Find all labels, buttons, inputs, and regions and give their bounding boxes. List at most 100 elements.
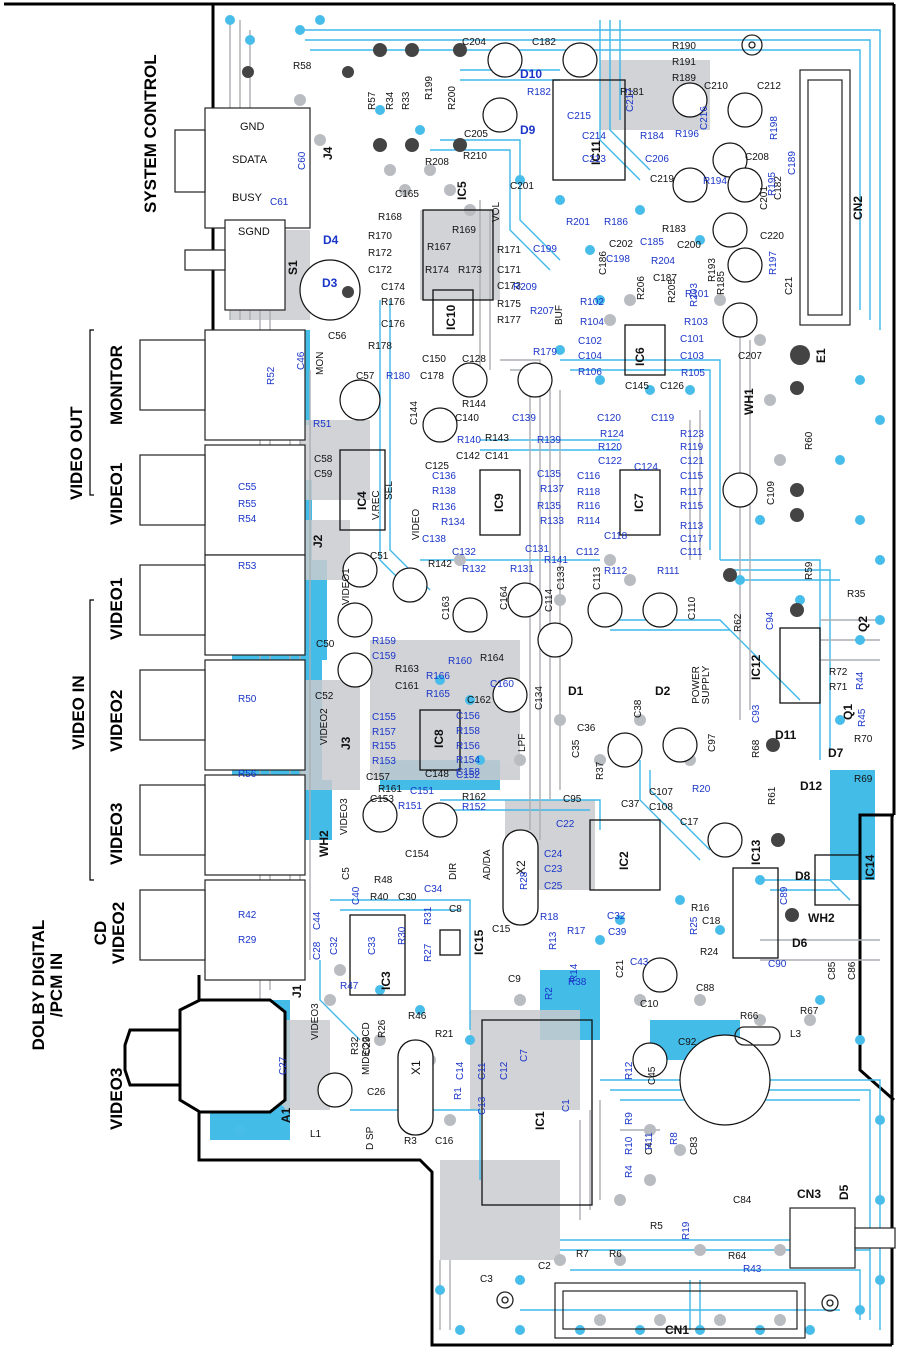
ic5-label: IC5 [455, 181, 469, 200]
ref-c139: C139 [512, 413, 536, 424]
diode-d8: D8 [795, 869, 811, 883]
right-edge-notch [858, 813, 895, 1102]
ref-r181: R181 [620, 87, 644, 98]
ref-c204: C204 [462, 37, 486, 48]
ref-c24: C24 [544, 849, 563, 860]
silk-video3: VIDEO3 [339, 798, 350, 835]
ref-c178: C178 [420, 371, 444, 382]
ref-r171: R171 [497, 245, 521, 256]
ref-c133: C133 [556, 566, 567, 590]
ref-r52: R52 [266, 366, 277, 385]
ref-c199: C199 [533, 244, 557, 255]
ref-c95: C95 [563, 794, 582, 805]
ref-r44: R44 [855, 671, 866, 690]
ref-r191: R191 [672, 57, 696, 68]
conn-j1: J1 [290, 984, 304, 998]
ref-r209: R209 [513, 282, 537, 293]
ref-c185: C185 [640, 237, 664, 248]
ref-r165: R165 [426, 689, 450, 700]
ref-c97: C97 [707, 733, 718, 752]
ref-c145: C145 [625, 381, 649, 392]
ref-c122: C122 [598, 456, 622, 467]
ref-c210: C210 [704, 81, 728, 92]
ref-c56: C56 [328, 331, 347, 342]
diode-d10: D10 [520, 67, 543, 81]
ref-c85: C85 [827, 961, 838, 980]
ref-c88: C88 [696, 983, 715, 994]
ref-c57: C57 [356, 371, 375, 382]
diode-d12: D12 [800, 779, 823, 793]
ref-r9: R9 [624, 1112, 635, 1125]
conn-j2: J2 [311, 534, 325, 548]
ref-c215: C215 [567, 111, 591, 122]
mounting-holes [496, 34, 839, 1312]
ref-r62: R62 [733, 613, 744, 632]
ref-c38: C38 [633, 699, 644, 718]
ref-c45: C45 [647, 1066, 658, 1085]
ref-r137: R137 [540, 484, 564, 495]
ref-r199: R199 [424, 76, 435, 100]
ref-c14: C14 [455, 1061, 466, 1080]
ref-r167: R167 [427, 242, 451, 253]
ref-c58: C58 [314, 454, 333, 465]
ref-c114: C114 [544, 588, 555, 612]
ref-c84: C84 [733, 1195, 752, 1206]
ref-c121: C121 [680, 456, 704, 467]
ref-c189: C189 [787, 151, 798, 175]
ref-c37: C37 [621, 799, 640, 810]
ref-r197: R197 [768, 251, 779, 275]
ref-r195: R195 [767, 172, 778, 196]
ref-r117: R117 [680, 487, 704, 498]
ref-c21b: C21 [784, 276, 795, 295]
ref-c182: C182 [532, 37, 556, 48]
ref-c151: C151 [410, 786, 434, 797]
silk-sel: SEL [384, 481, 395, 500]
ref-c115: C115 [680, 471, 704, 482]
ref-r27: R27 [423, 943, 434, 962]
ref-r118: R118 [577, 487, 601, 498]
ref-r169: R169 [452, 225, 476, 236]
ref-c205: C205 [464, 129, 488, 140]
ref-c13: C13 [477, 1096, 488, 1115]
ref-c29: C29 [362, 1036, 373, 1055]
ref-r20: R20 [692, 784, 711, 795]
ref-r19: R19 [681, 1221, 692, 1240]
ref-r131: R131 [510, 564, 534, 575]
ref-r139: R139 [537, 435, 561, 446]
ref-r135: R135 [537, 501, 561, 512]
ref-r25: R25 [689, 916, 700, 935]
ref-c33: C33 [367, 936, 378, 955]
ref-c163: C163 [441, 596, 452, 620]
silk-dir: DIR [448, 862, 459, 880]
ref-r206: R206 [636, 276, 647, 300]
ic4-label: IC4 [355, 491, 369, 510]
transistor-q1: Q1 [841, 703, 855, 720]
conn-e1: E1 [814, 348, 828, 363]
ref-r13: R13 [548, 931, 559, 950]
ref-c162: C162 [467, 695, 491, 706]
silk-video3b: VIDEO3 [310, 1003, 321, 1040]
ref-r42: R42 [238, 910, 257, 921]
ref-c187: C187 [653, 273, 677, 284]
ref-r184: R184 [640, 131, 664, 142]
ref-r43: R43 [743, 1264, 762, 1275]
ref-c132: C132 [452, 547, 476, 558]
conn-a1: A1 [279, 1107, 293, 1123]
ref-r37: R37 [595, 761, 606, 780]
ref-r29: R29 [238, 935, 257, 946]
ref-c23: C23 [544, 864, 563, 875]
ref-c107: C107 [649, 787, 673, 798]
ic1-label: IC1 [533, 1111, 547, 1130]
ref-r144: R144 [462, 399, 486, 410]
ref-r111: R111 [657, 566, 680, 577]
ref-c30: C30 [398, 892, 417, 903]
ref-c10: C10 [640, 999, 659, 1010]
ref-c43: C43 [630, 957, 649, 968]
ic8-label: IC8 [432, 729, 446, 748]
ref-r183: R183 [662, 224, 686, 235]
pin-gnd: GND [240, 121, 265, 133]
ref-c40: C40 [351, 886, 362, 905]
ref-c148: C148 [425, 769, 449, 780]
